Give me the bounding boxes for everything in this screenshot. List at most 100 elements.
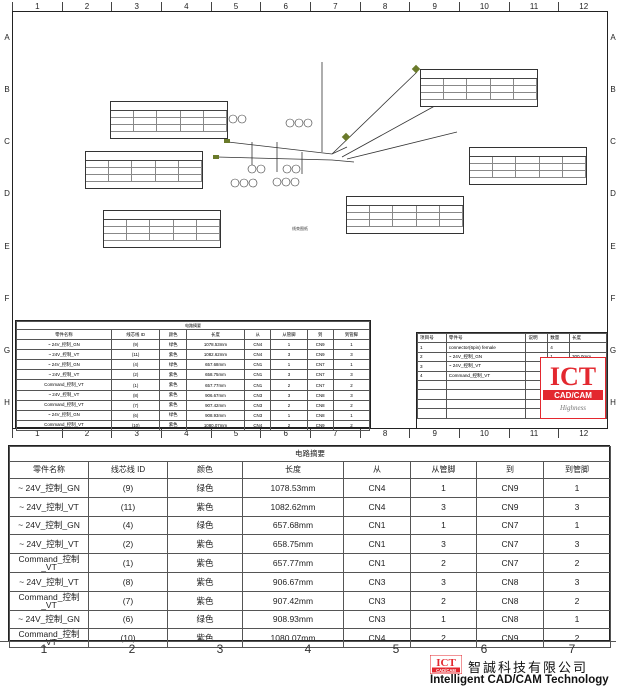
sheet-bom-cell: 658.75mm xyxy=(185,369,246,381)
ruler-col-number: 11 xyxy=(508,429,559,438)
sheet-bom-header: 零件名称 xyxy=(16,328,112,341)
sheet-bom-cell: 2 xyxy=(270,399,308,411)
sheet-bom-cell: 2 xyxy=(332,399,371,411)
ruler-col-number: 12 xyxy=(558,2,608,11)
zoom-cell: ~ 24V_控制_VT xyxy=(9,534,89,555)
sheet-bom-cell: CN3 xyxy=(244,399,272,411)
zoom-header: 零件名称 xyxy=(9,461,89,479)
title-block-cell: ~ 24V_控制_VT xyxy=(445,361,527,372)
ruler-col-number: 4 xyxy=(161,429,211,438)
sheet-bom-cell: 2 xyxy=(332,419,371,431)
svg-text:CAD/CAM: CAD/CAM xyxy=(436,668,456,673)
sheet-bom-cell: CN7 xyxy=(306,369,334,381)
sheet-bom-cell: (4) xyxy=(110,359,161,371)
sheet-bom-cell: CN3 xyxy=(244,409,272,421)
sheet-bom-cell: 紫色 xyxy=(159,369,187,381)
sheet-bom-cell: CN7 xyxy=(306,379,334,391)
sheet-bom-cell: 紫色 xyxy=(159,399,187,411)
ict-logo: ICT CAD/CAM Highness xyxy=(540,357,606,419)
svg-text:ICT: ICT xyxy=(550,362,596,391)
zoom-header: 颜色 xyxy=(167,461,243,479)
ruler-col-number: 9 xyxy=(409,429,459,438)
zoom-cell: CN1 xyxy=(343,553,411,573)
zoom-cell: (8) xyxy=(88,571,168,592)
sheet-bom-cell: 3 xyxy=(332,349,371,361)
title-block-header: 数量 xyxy=(547,332,570,344)
zoom-title: 电路摘要 xyxy=(9,446,611,462)
zoom-cell: CN8 xyxy=(476,590,544,611)
ruler-row-letter: F xyxy=(4,293,10,303)
ict-small-logo: ICT CAD/CAM xyxy=(430,655,462,674)
sheet-bom-cell: Command_控制_VT xyxy=(16,419,112,431)
sheet-bom-cell: (2) xyxy=(110,369,161,381)
sheet-bom-cell: CN9 xyxy=(306,339,334,351)
title-block-cell: 2 xyxy=(417,351,447,363)
sheet-bom-cell: 2 xyxy=(332,379,371,391)
zoom-cell: CN1 xyxy=(343,534,411,555)
sheet-bom-cell: ~ 24V_控制_VT xyxy=(16,349,112,361)
title-block-header: 零件号 xyxy=(445,332,527,344)
ruler-col-number: 10 xyxy=(459,2,509,11)
sheet-bom-cell: 绿色 xyxy=(159,359,187,371)
sheet-bom-cell: CN1 xyxy=(244,379,272,391)
title-block-cell xyxy=(525,342,549,353)
sheet-bom-cell: Command_控制_VT xyxy=(16,379,112,391)
zoom-cell: 2 xyxy=(543,553,611,573)
zoom-cell: (4) xyxy=(88,515,168,536)
sheet-bom-cell: 3 xyxy=(332,369,371,381)
zoom-cell: 1 xyxy=(543,609,611,630)
zoom-header: 长度 xyxy=(242,461,344,479)
zoom-cell: CN8 xyxy=(476,609,544,630)
title-block-cell: Command_控制_VT xyxy=(445,370,527,381)
sheet-bom-header: 从管脚 xyxy=(270,328,308,341)
sheet-bom-cell: 绿色 xyxy=(159,409,187,421)
sheet-bom-cell: 906.67mm xyxy=(185,389,246,401)
sheet-bom-cell: CN4 xyxy=(244,349,272,361)
connector-table-cn3 xyxy=(103,210,221,248)
zoom-cell: 紫色 xyxy=(167,496,243,517)
sheet-bom-cell: 1082.62mm xyxy=(185,349,246,361)
zoom-cell: 1 xyxy=(410,515,477,536)
zoom-cell: 1 xyxy=(543,515,611,536)
sheet-bom-cell: CN8 xyxy=(306,399,334,411)
title-block-cell: 4 xyxy=(417,370,447,381)
sheet-bom-cell: 1 xyxy=(270,409,308,421)
zoom-cell: 3 xyxy=(543,496,611,517)
zoom-cell: 1 xyxy=(410,609,477,630)
sheet-bom-cell: CN7 xyxy=(306,359,334,371)
sheet-bom-cell: 2 xyxy=(270,419,308,431)
zoom-cell: 657.68mm xyxy=(242,515,344,536)
connector-table-cn6 xyxy=(346,196,464,234)
zoom-col-number: 7 xyxy=(568,642,576,656)
sheet-bom-cell: CN3 xyxy=(244,389,272,401)
sheet-bom-title: 电路摘要 xyxy=(16,321,370,330)
sheet-bom-cell: (8) xyxy=(110,389,161,401)
ruler-col-number: 1 xyxy=(12,429,62,438)
zoom-cell: 绿色 xyxy=(167,515,243,536)
zoom-col-number: 5 xyxy=(392,642,400,656)
zoom-cell: ~ 24V_控制_VT xyxy=(9,496,89,517)
title-block-header: 说明 xyxy=(525,332,549,344)
sheet-bom-header: 长度 xyxy=(185,328,246,341)
zoom-cell: (9) xyxy=(88,478,168,498)
company-brand: ICT CAD/CAM 智誠科技有限公司 Intelligent CAD/CAM… xyxy=(430,655,630,689)
ruler-row-letter: H xyxy=(4,398,10,408)
ruler-row-letter: A xyxy=(4,32,10,42)
zoom-cell: 906.67mm xyxy=(242,571,344,592)
sheet-bom-cell: ~ 24V_控制_GN xyxy=(16,409,112,421)
ruler-col-number: 5 xyxy=(210,2,261,11)
